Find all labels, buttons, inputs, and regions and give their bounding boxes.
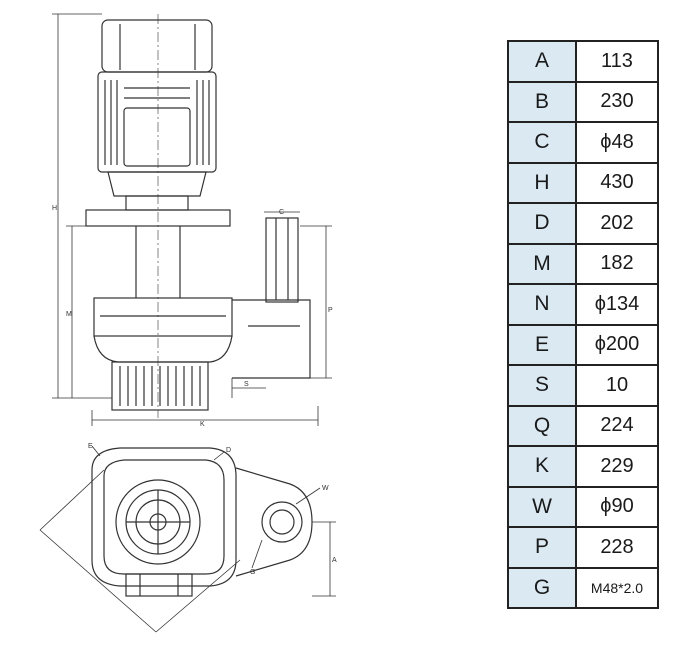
- top-view-dimension-lines: [39, 445, 336, 633]
- dimension-value: 182: [575, 242, 659, 285]
- label-m: M: [66, 311, 72, 318]
- dimension-value: 228: [575, 526, 659, 569]
- dimension-value: 229: [575, 445, 659, 488]
- side-dimension-lines: [52, 13, 332, 426]
- dimension-key: G: [507, 566, 577, 609]
- label-k: K: [200, 421, 205, 428]
- dimension-key: W: [507, 485, 577, 528]
- dimension-value: ϕ200: [575, 323, 659, 366]
- label-w: W: [322, 485, 329, 492]
- label-s: S: [244, 381, 249, 388]
- suction-strainer: [111, 361, 209, 411]
- pump-drawing: H M K C P S E D W G A: [39, 13, 337, 633]
- dimension-value: 113: [575, 40, 659, 83]
- dimension-key: C: [507, 121, 577, 164]
- dimension-key: K: [507, 445, 577, 488]
- discharge-pipe: [232, 217, 311, 379]
- label-a: A: [332, 557, 337, 564]
- dimension-key: B: [507, 80, 577, 123]
- label-c: C: [279, 209, 284, 216]
- dimension-key: A: [507, 40, 577, 83]
- pump-housing: [93, 297, 233, 363]
- motor-flange: [107, 171, 207, 211]
- top-view-housing: [91, 447, 237, 597]
- dimension-value: M48*2.0: [575, 566, 659, 609]
- dimension-key: M: [507, 242, 577, 285]
- top-view-outlet: [235, 467, 313, 577]
- dimension-key: E: [507, 323, 577, 366]
- dimension-value: 10: [575, 364, 659, 407]
- dimension-value: 230: [575, 80, 659, 123]
- label-d: D: [226, 447, 231, 454]
- dimension-key: H: [507, 161, 577, 204]
- dimension-value: 224: [575, 404, 659, 447]
- dimension-key: N: [507, 283, 577, 326]
- motor-body: [97, 71, 217, 173]
- dimension-value: ϕ48: [575, 121, 659, 164]
- label-g: G: [250, 569, 255, 576]
- dimension-key: D: [507, 202, 577, 245]
- label-p: P: [328, 307, 333, 314]
- motor-fan-cover: [101, 19, 213, 73]
- top-view-impeller: [115, 479, 201, 565]
- dimension-value: ϕ134: [575, 283, 659, 326]
- pump-column: [135, 226, 181, 298]
- dimension-key: P: [507, 526, 577, 569]
- drawing-labels: H M K C P S E D W G A: [52, 205, 337, 576]
- label-h: H: [52, 205, 57, 212]
- dimension-value: 202: [575, 202, 659, 245]
- dimension-key: S: [507, 364, 577, 407]
- dimension-value: ϕ90: [575, 485, 659, 528]
- label-e: E: [88, 443, 93, 450]
- dimension-key: Q: [507, 404, 577, 447]
- dimension-value: 430: [575, 161, 659, 204]
